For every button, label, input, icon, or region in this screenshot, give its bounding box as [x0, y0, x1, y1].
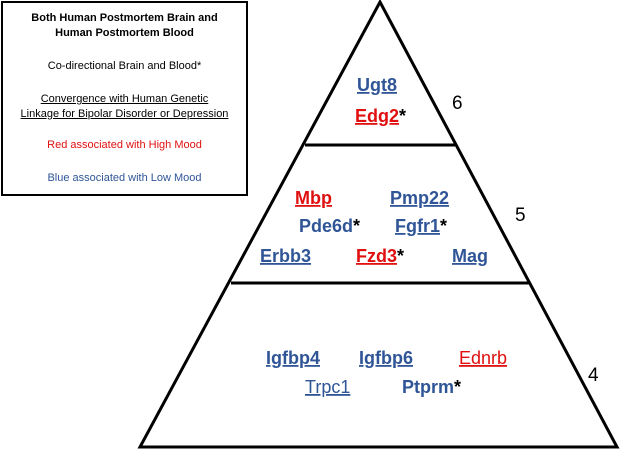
- gene-name: Igfbp6: [359, 348, 413, 368]
- gene-fgfr1: Fgfr1*: [395, 216, 447, 236]
- gene-edg2: Edg2*: [355, 106, 406, 126]
- gene-name: Ednrb: [459, 348, 507, 368]
- tier-number-5: 5: [515, 205, 526, 226]
- codirectional-star: *: [397, 246, 404, 266]
- legend-line-7: Blue associated with Low Mood: [47, 172, 202, 184]
- gene-name: Ptprm: [402, 377, 454, 397]
- gene-name: Igfbp4: [266, 348, 320, 368]
- gene-igfbp4: Igfbp4: [266, 348, 320, 368]
- legend-line-4: Convergence with Human Genetic: [40, 93, 209, 105]
- gene-name: Pde6d: [299, 216, 353, 236]
- gene-name: Erbb3: [260, 246, 311, 266]
- gene-fzd3: Fzd3*: [356, 246, 404, 266]
- gene-pmp22: Pmp22: [390, 188, 449, 208]
- gene-igfbp6: Igfbp6: [359, 348, 413, 368]
- gene-name: Fgfr1: [395, 216, 440, 236]
- gene-trpc1: Trpc1: [305, 377, 350, 397]
- codirectional-star: *: [440, 216, 447, 236]
- legend-line-3: Co-directional Brain and Blood*: [47, 60, 202, 72]
- codirectional-star: *: [353, 216, 360, 236]
- gene-mag: Mag: [452, 246, 488, 266]
- tier-number-6: 6: [452, 93, 463, 114]
- gene-ednrb: Ednrb: [459, 348, 507, 368]
- codirectional-star: *: [454, 377, 461, 397]
- gene-name: Pmp22: [390, 188, 449, 208]
- legend-line-2: Human Postmortem Blood: [55, 27, 194, 39]
- gene-mbp: Mbp: [295, 188, 332, 208]
- gene-name: Mag: [452, 246, 488, 266]
- gene-pde6d: Pde6d*: [299, 216, 360, 236]
- gene-name: Trpc1: [305, 377, 350, 397]
- gene-erbb3: Erbb3: [260, 246, 311, 266]
- gene-name: Mbp: [295, 188, 332, 208]
- legend-line-1: Both Human Postmortem Brain and: [31, 12, 218, 24]
- legend-box: Both Human Postmortem Brain and Human Po…: [1, 1, 248, 196]
- gene-ptprm: Ptprm*: [402, 377, 461, 397]
- legend-line-5: Linkage for Bipolar Disorder or Depressi…: [20, 108, 229, 120]
- gene-name: Ugt8: [357, 75, 397, 95]
- codirectional-star: *: [399, 106, 406, 126]
- tier-number-4: 4: [588, 365, 599, 386]
- gene-ugt8: Ugt8: [357, 75, 397, 95]
- gene-name: Edg2: [355, 106, 399, 126]
- legend-line-6: Red associated with High Mood: [47, 139, 202, 151]
- pyramid-outline: [137, 0, 620, 449]
- gene-name: Fzd3: [356, 246, 397, 266]
